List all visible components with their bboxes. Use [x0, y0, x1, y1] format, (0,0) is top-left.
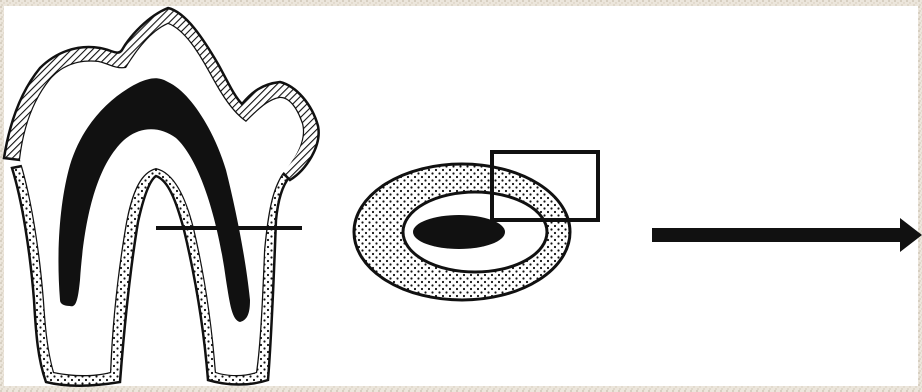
- dentin-layer: [20, 24, 303, 375]
- right-arrow-icon: [652, 218, 922, 252]
- tooth-longitudinal-section: [4, 8, 319, 386]
- tooth-cross-section: [354, 152, 598, 300]
